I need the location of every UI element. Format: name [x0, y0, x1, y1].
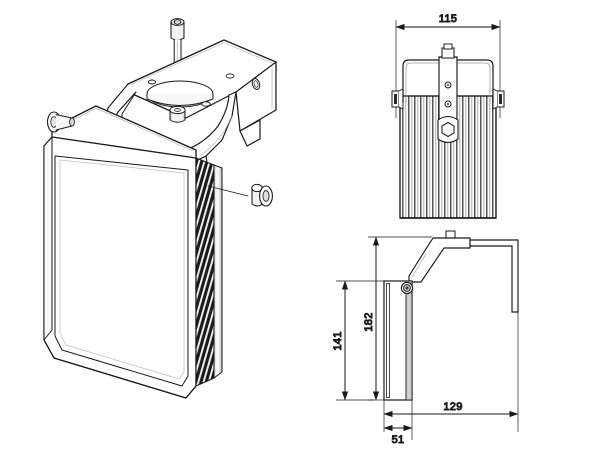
plate-hole-rear [225, 73, 235, 79]
plate-hole-left [147, 79, 157, 85]
view-front: 115 [391, 13, 505, 219]
illuminator-body [43, 105, 223, 399]
side-pivot-screw-icon [400, 281, 414, 295]
front-top-stud [441, 47, 455, 59]
dim-label-115: 115 [439, 13, 457, 25]
dim-label-141: 141 [332, 331, 344, 350]
side-top-stud [445, 230, 456, 239]
dim-label-51: 51 [392, 434, 405, 446]
front-center-plate [438, 56, 458, 123]
dim-label-182: 182 [363, 312, 375, 331]
front-hex-nut-icon [437, 115, 459, 144]
dim-label-129: 129 [443, 401, 462, 413]
plate-hole-right [201, 101, 211, 107]
hex-nut-icon [169, 105, 186, 123]
view-isometric [43, 18, 277, 399]
side-screw-right-icon [207, 183, 273, 207]
side-wall-plate-arm [469, 239, 519, 313]
side-clip-left [391, 88, 404, 110]
side-clip-right [492, 88, 505, 110]
side-fin-edge [405, 280, 413, 401]
view-side: 182 141 129 51 [332, 230, 519, 447]
body-side-fins-shadow [195, 157, 215, 387]
side-knob-left-icon [46, 111, 75, 133]
